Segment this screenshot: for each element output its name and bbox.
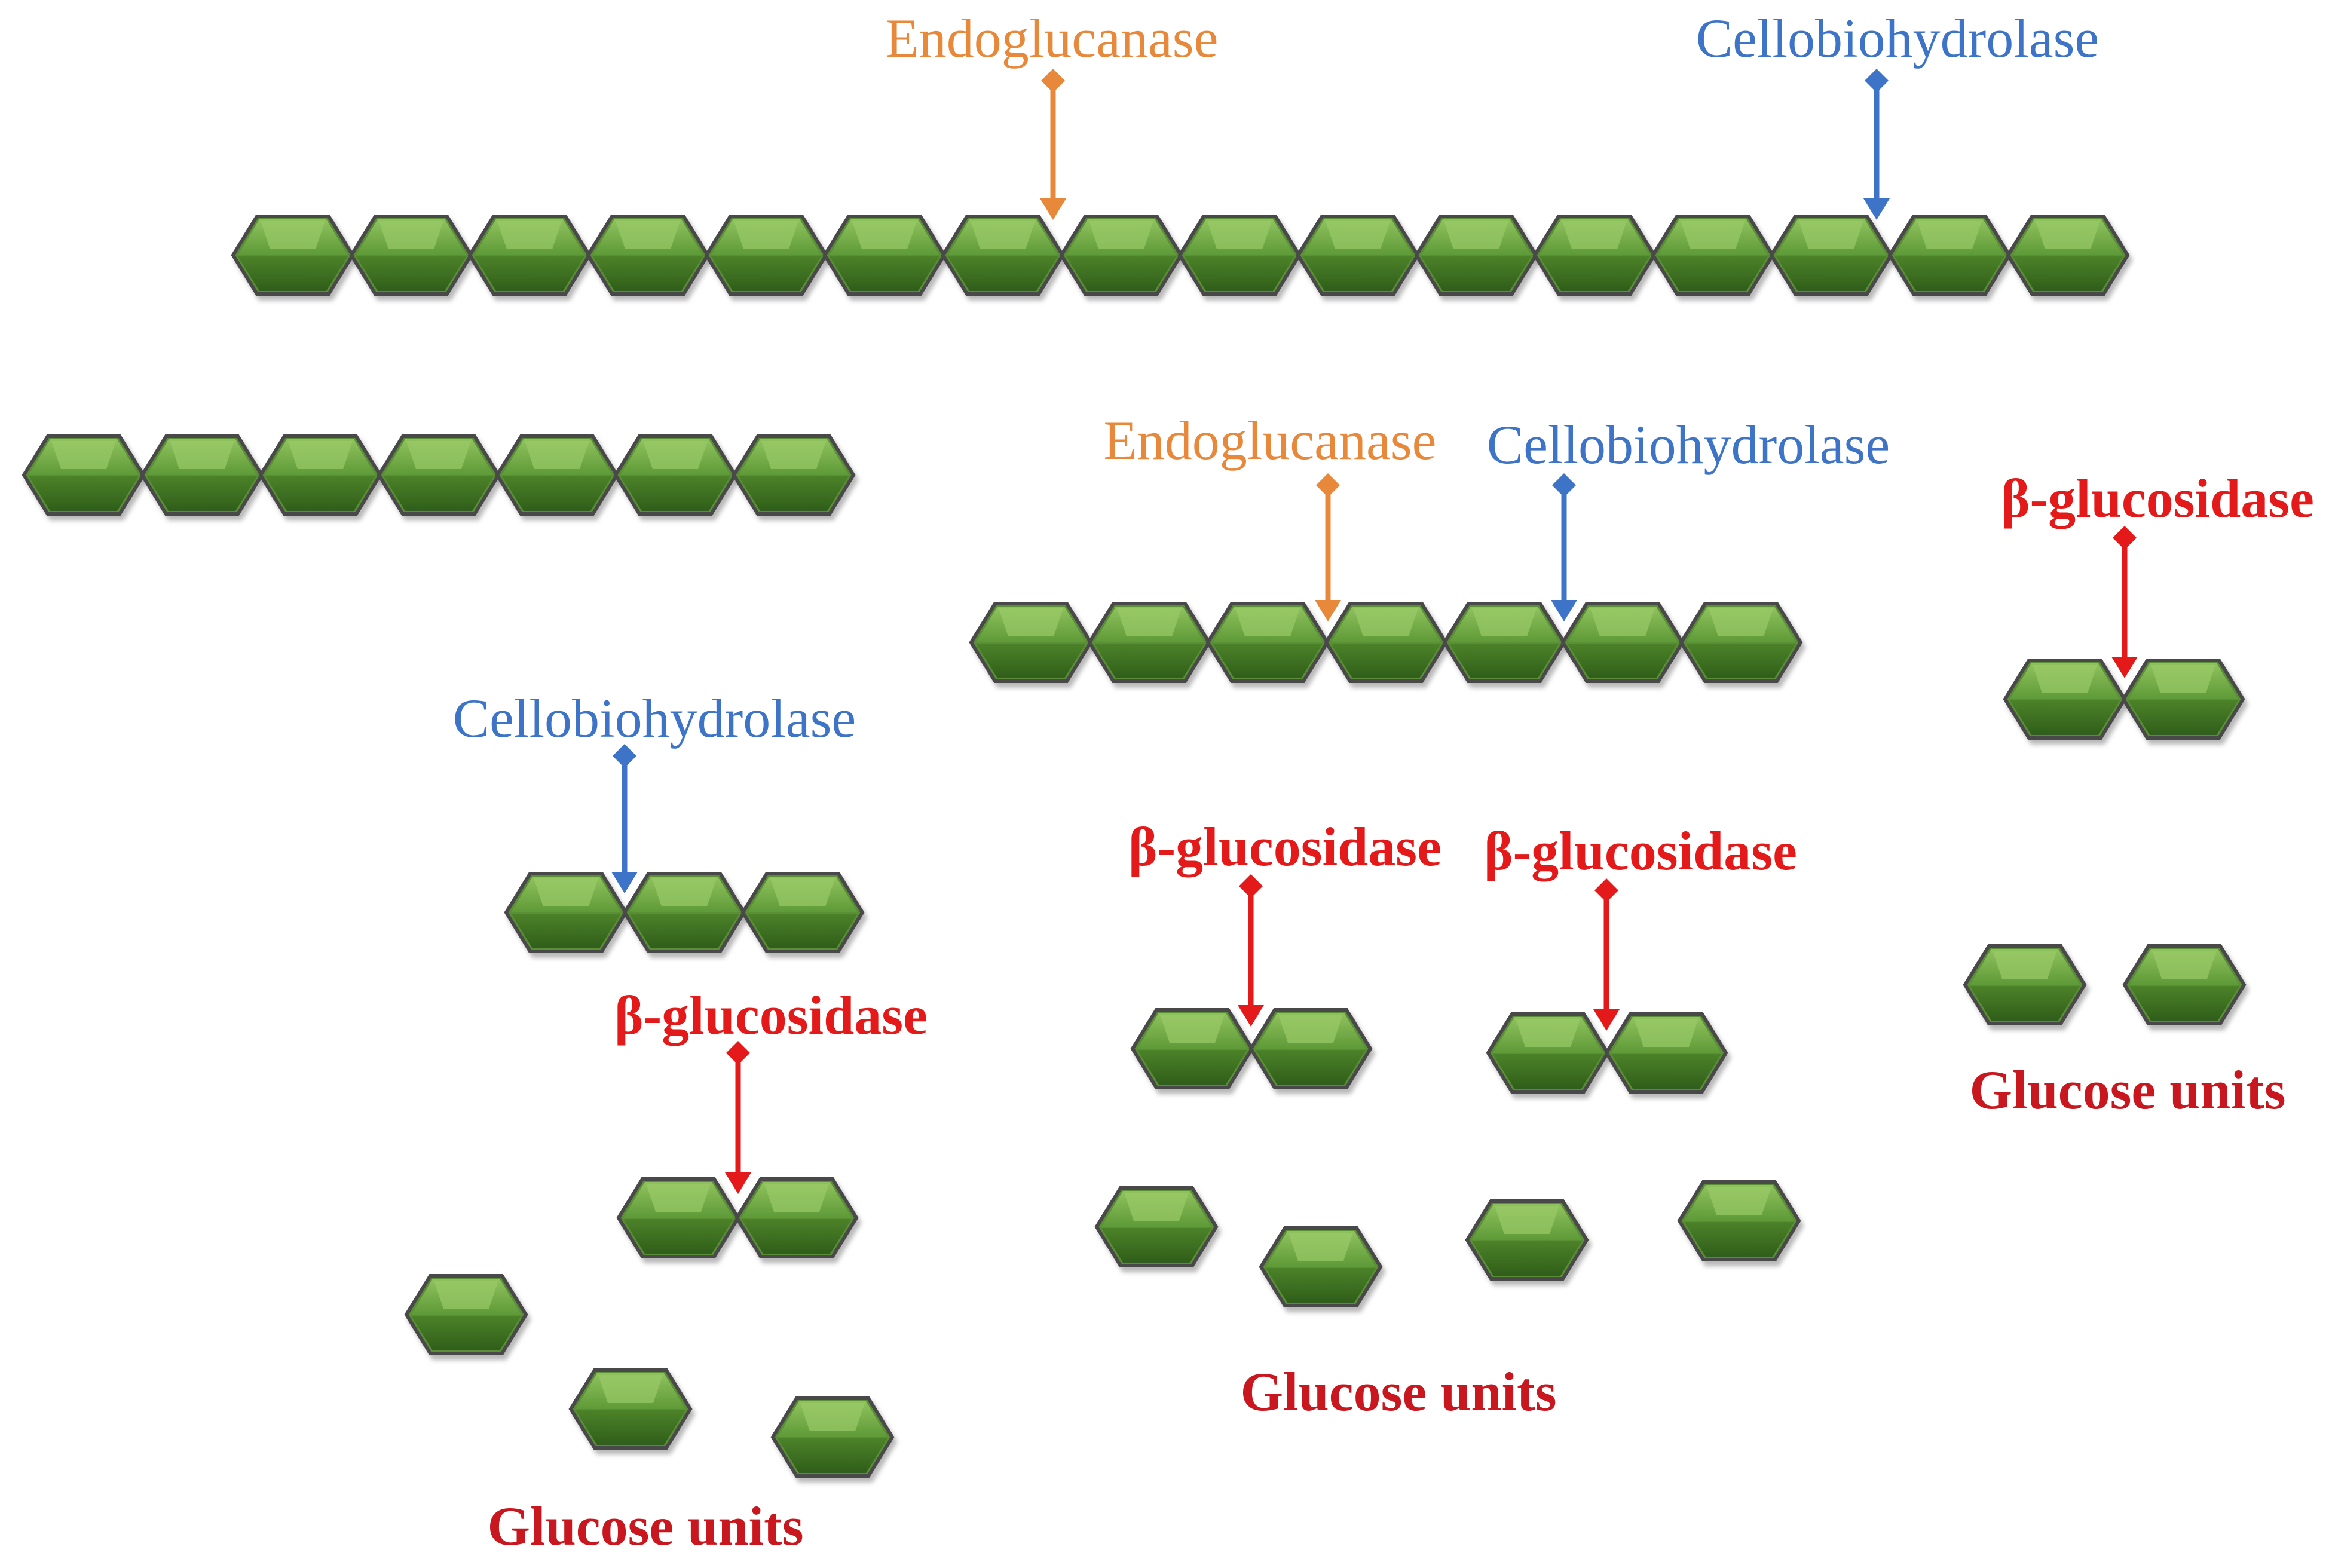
beta-glucosidase-arrow-down-icon xyxy=(725,1041,751,1194)
cellobiohydrolase-arrow-down-icon xyxy=(1863,69,1890,220)
glucose-hexagon-icon xyxy=(22,434,146,516)
endoglucanase-label-middle: Endoglucanase xyxy=(1104,410,1437,471)
cellobiohydrolase-arrow-down-icon xyxy=(611,744,638,893)
glucose-hexagon-icon xyxy=(734,1177,859,1258)
glucose-hexagon-icon xyxy=(377,434,501,516)
glucose-hexagon-icon xyxy=(1679,602,1803,683)
glucose-hexagon-icon xyxy=(740,872,865,953)
glucose-hexagon-icon xyxy=(1532,215,1657,296)
glucose-hexagon-icon xyxy=(1442,602,1566,683)
glucose-hexagon-icon xyxy=(1324,602,1448,683)
glucose-hexagon-icon xyxy=(732,434,856,516)
glucose-hexagon-icon xyxy=(1259,1226,1383,1307)
endoglucanase-arrow-down-icon xyxy=(1315,473,1341,621)
beta-glucosidase-arrow-down-icon xyxy=(2111,526,2138,678)
beta-glucosidase-label-right: β-glucosidase xyxy=(2001,468,2314,529)
glucose-hexagon-icon xyxy=(770,1396,895,1478)
glucose-hexagon-icon xyxy=(495,434,619,516)
glucose-hexagon-icon xyxy=(1887,215,2012,296)
glucose-hexagon-icon xyxy=(349,215,473,296)
glucose-hexagon-icon xyxy=(704,215,828,296)
glucose-hexagon-icon xyxy=(1059,215,1183,296)
cellobiohydrolase-label-left: Cellobiohydrolase xyxy=(453,688,856,749)
glucose-units-label-center: Glucose units xyxy=(1240,1361,1556,1422)
glucose-hexagon-icon xyxy=(822,215,947,296)
glucose-hexagon-icon xyxy=(1177,215,1302,296)
glucose-hexagon-icon xyxy=(1486,1012,1610,1094)
glucose-hexagon-icon xyxy=(1414,215,1538,296)
glucose-hexagon-icon xyxy=(404,1274,528,1355)
glucose-hexagon-icon xyxy=(1677,1180,1801,1261)
beta-glucosidase-label-center-right: β-glucosidase xyxy=(1484,820,1797,881)
glucose-hexagon-icon xyxy=(1130,1008,1254,1089)
glucose-hexagon-icon xyxy=(586,215,710,296)
glucose-hexagon-icon xyxy=(504,872,628,953)
cellobiohydrolase-arrow-down-icon xyxy=(1551,473,1577,621)
glucose-hexagon-icon xyxy=(231,215,355,296)
glucose-hexagon-icon xyxy=(622,872,746,953)
glucose-units-label-right: Glucose units xyxy=(1969,1059,2285,1120)
glucose-units-label-left: Glucose units xyxy=(487,1496,803,1557)
glucose-hexagon-icon xyxy=(2006,215,2130,296)
glucose-hexagon-icon xyxy=(616,1177,740,1258)
beta-glucosidase-label-center-left: β-glucosidase xyxy=(1128,816,1441,877)
cleavage-arrows xyxy=(611,69,2138,1194)
glucose-hexagon-icon xyxy=(2121,659,2245,740)
glucose-hexagon-icon xyxy=(1465,1199,1589,1281)
cellobiohydrolase-label-top: Cellobiohydrolase xyxy=(1696,8,2099,69)
glucose-hexagon-icon xyxy=(1651,215,1775,296)
glucose-chains xyxy=(22,215,2247,1478)
beta-glucosidase-arrow-down-icon xyxy=(1238,874,1264,1027)
endoglucanase-label-top: Endoglucanase xyxy=(886,8,1219,69)
glucose-hexagon-icon xyxy=(467,215,592,296)
glucose-hexagon-icon xyxy=(1205,602,1330,683)
glucose-hexagon-icon xyxy=(1560,602,1685,683)
beta-glucosidase-label-left: β-glucosidase xyxy=(614,985,928,1046)
glucose-hexagon-icon xyxy=(2122,944,2247,1025)
glucose-hexagon-icon xyxy=(613,434,737,516)
glucose-hexagon-icon xyxy=(941,215,1065,296)
glucose-hexagon-icon xyxy=(1296,215,1420,296)
glucose-hexagon-icon xyxy=(140,434,264,516)
glucose-hexagon-icon xyxy=(258,434,382,516)
endoglucanase-arrow-down-icon xyxy=(1040,69,1066,220)
glucose-hexagon-icon xyxy=(1963,944,2087,1025)
glucose-hexagon-icon xyxy=(1769,215,1893,296)
glucose-hexagon-icon xyxy=(1087,602,1211,683)
glucose-hexagon-icon xyxy=(1094,1186,1219,1267)
beta-glucosidase-arrow-down-icon xyxy=(1593,878,1620,1031)
glucose-hexagon-icon xyxy=(2003,659,2127,740)
cellobiohydrolase-label-middle: Cellobiohydrolase xyxy=(1487,414,1890,475)
glucose-hexagon-icon xyxy=(568,1368,693,1450)
glucose-hexagon-icon xyxy=(1248,1008,1373,1089)
glucose-hexagon-icon xyxy=(1604,1012,1728,1094)
glucose-hexagon-icon xyxy=(969,602,1093,683)
